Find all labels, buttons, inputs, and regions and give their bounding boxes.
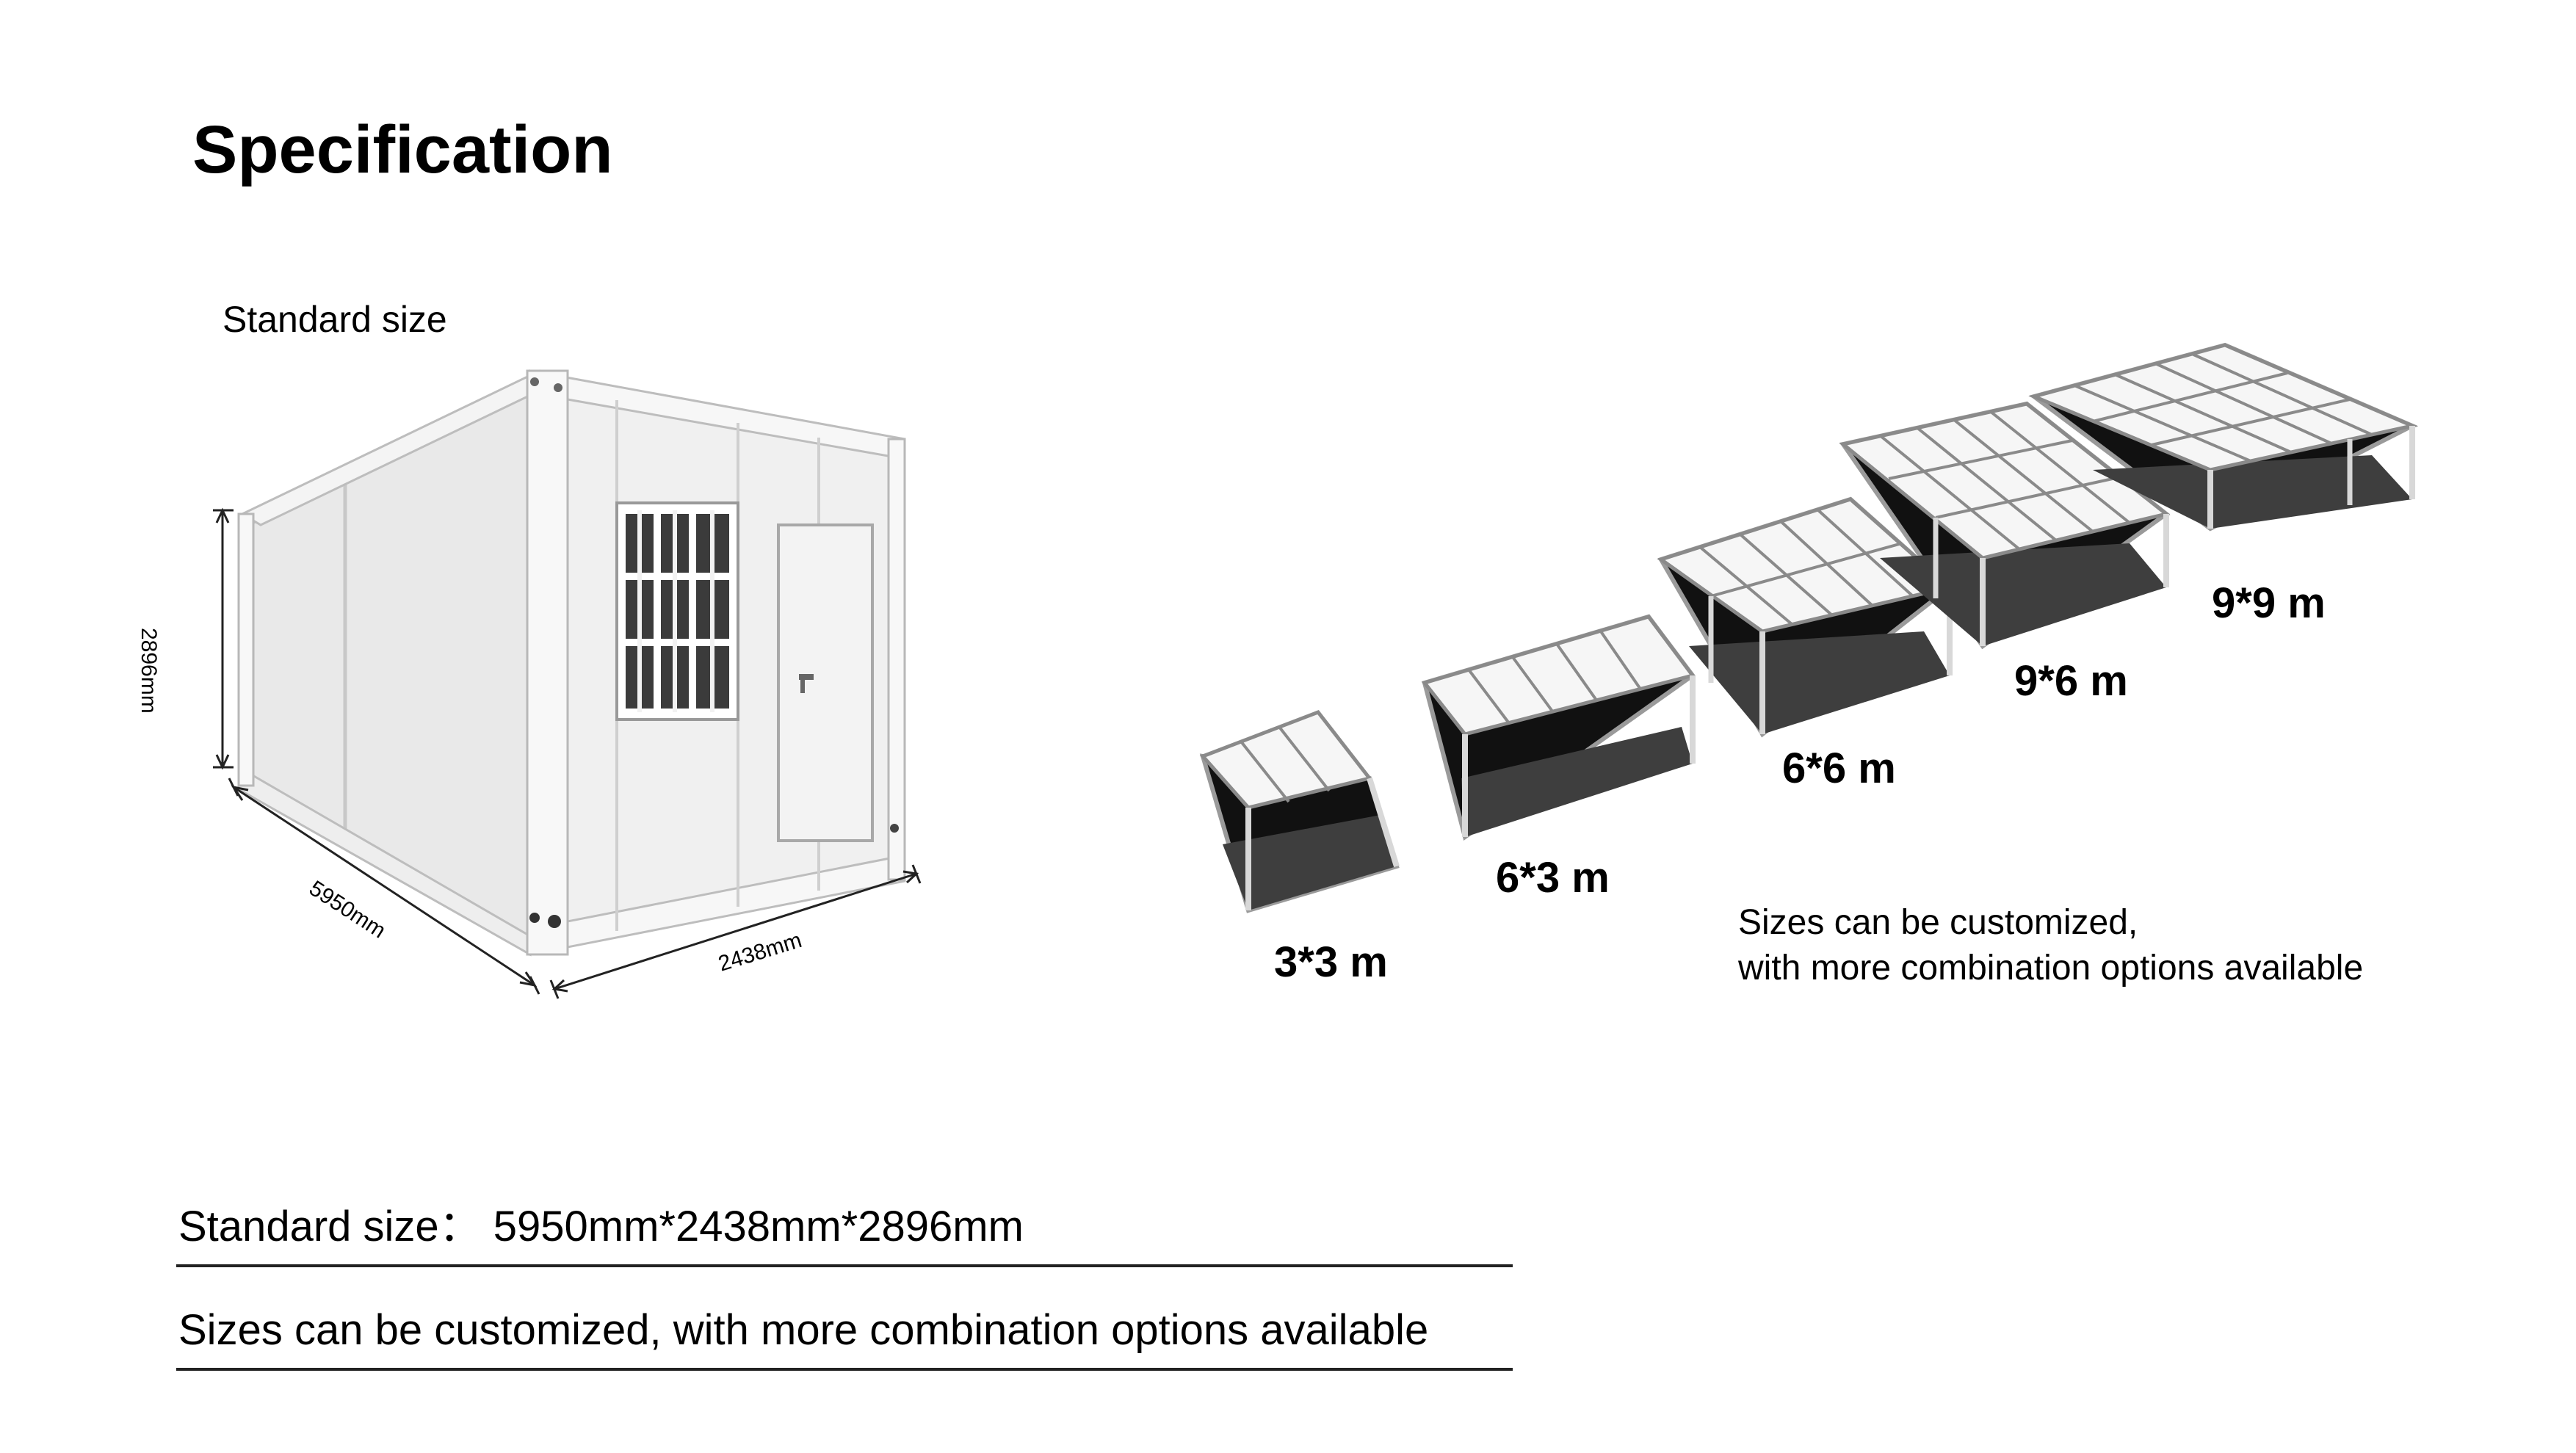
module-label-9x9: 9*9 m — [2212, 579, 2326, 627]
module-label-6x6: 6*6 m — [1782, 744, 1896, 792]
height-dimension-label: 2896mm — [137, 628, 161, 714]
page-title: Specification — [192, 112, 613, 187]
container-house-illustration — [213, 369, 922, 999]
module-label-6x3: 6*3 m — [1496, 854, 1610, 902]
module-3x3-frame — [1199, 710, 1400, 913]
module-6x6-frame — [1657, 496, 1954, 738]
module-9x6-frame — [1839, 401, 2171, 650]
module-9x9-frame — [2028, 342, 2419, 532]
customization-note: Sizes can be customized, with more combi… — [1738, 900, 2363, 991]
customization-note-line2: with more combination options available — [1738, 949, 2364, 988]
module-frames-illustration — [1199, 342, 2419, 913]
spec-row-divider — [176, 1264, 1513, 1267]
module-6x3-frame — [1421, 614, 1696, 841]
spec-row-custom-size: Sizes can be customized, with more combi… — [178, 1306, 1429, 1354]
container-standard-size-label: Standard size — [222, 299, 447, 340]
module-label-3x3: 3*3 m — [1274, 938, 1388, 986]
spec-row-divider — [176, 1368, 1513, 1371]
module-label-9x6: 9*6 m — [2014, 657, 2128, 705]
spec-row-standard-size: Standard size： 5950mm*2438mm*2896mm — [178, 1203, 1024, 1250]
customization-note-line1: Sizes can be customized, — [1738, 903, 2138, 942]
